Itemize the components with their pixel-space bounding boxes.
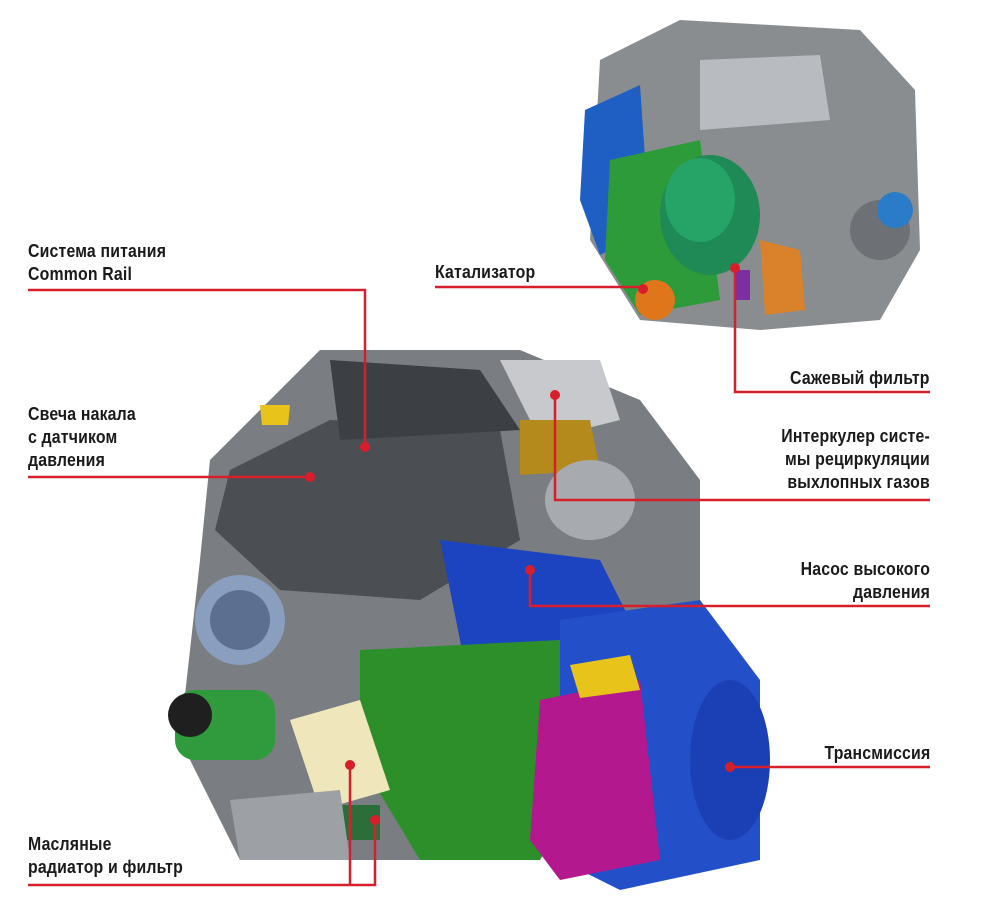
label-particulate-filter: Сажевый фильтр — [790, 367, 930, 390]
label-line: давления — [28, 450, 106, 470]
label-line: радиатор и фильтр — [28, 857, 183, 877]
main-engine-view — [168, 350, 770, 890]
leader-lines — [28, 268, 930, 887]
label-line: Катализатор — [435, 262, 536, 282]
label-line: Интеркулер систе- — [781, 426, 930, 446]
label-line: с датчиком — [28, 427, 118, 447]
label-line: Масляные — [28, 834, 112, 854]
rear-engine-view — [580, 20, 920, 330]
label-line: Сажевый фильтр — [790, 368, 930, 388]
label-oil-cooler-filter: Масляные радиатор и фильтр — [28, 833, 183, 879]
label-glow-plug: Свеча накала с датчиком давления — [28, 403, 136, 472]
label-line: выхлопных газов — [787, 472, 930, 492]
label-line: Система питания — [28, 241, 167, 261]
label-line: Насос высокого — [800, 559, 930, 579]
label-line: Трансмиссия — [824, 743, 930, 763]
label-egr-intercooler: Интеркулер систе- мы рециркуляции выхлоп… — [781, 425, 930, 494]
label-hp-pump: Насос высокого давления — [801, 558, 930, 604]
label-common-rail: Система питания Common Rail — [28, 240, 166, 286]
label-line: Свеча накала — [28, 404, 136, 424]
label-line: Common Rail — [28, 264, 133, 284]
label-line: мы рециркуляции — [785, 449, 930, 469]
label-line: давления — [852, 582, 930, 602]
leader-dots — [305, 263, 740, 825]
label-catalyst: Катализатор — [435, 261, 535, 284]
label-transmission: Трансмиссия — [824, 742, 930, 765]
